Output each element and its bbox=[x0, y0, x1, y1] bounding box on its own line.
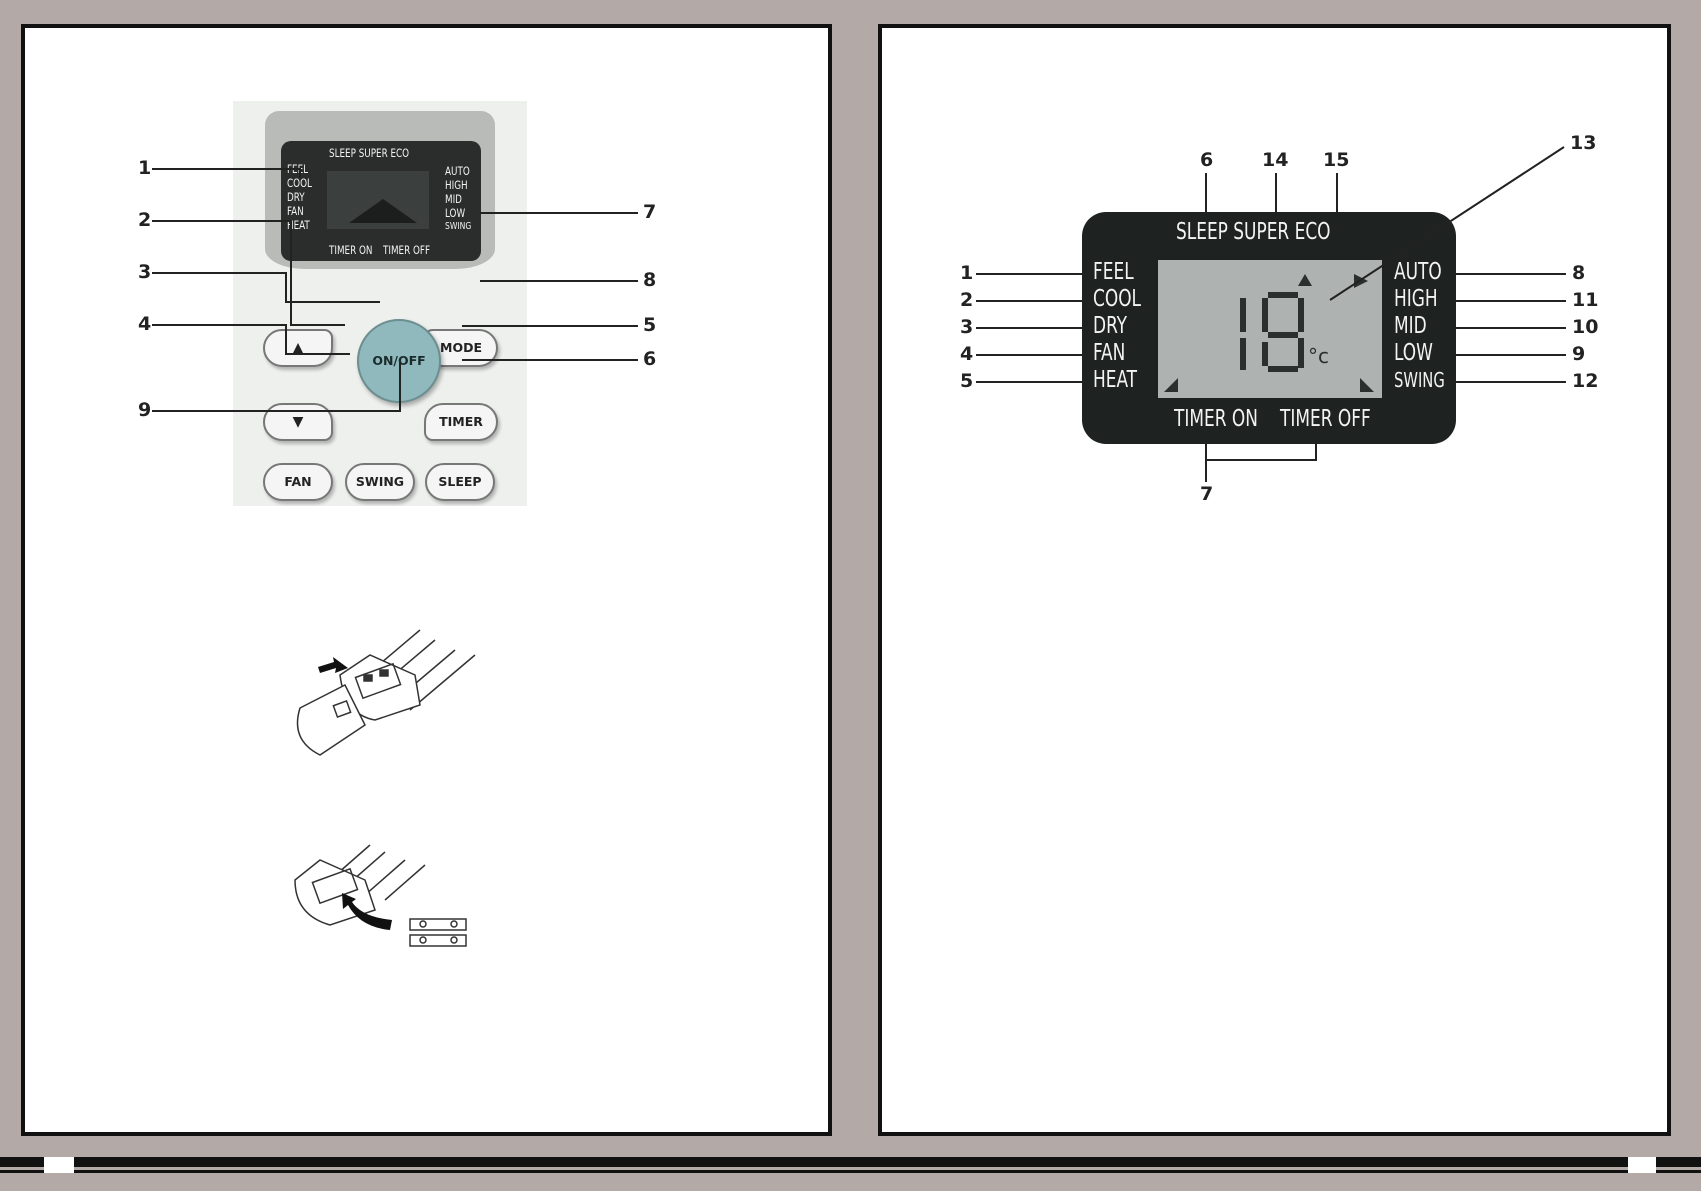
remote-lcd-mid: MID bbox=[445, 192, 462, 206]
fan-button[interactable]: FAN bbox=[263, 463, 333, 501]
remote-lcd-top-label: SLEEP SUPER ECO bbox=[329, 146, 410, 160]
lcd-sleep-super-eco: SLEEP SUPER ECO bbox=[1176, 219, 1331, 245]
callout-8: 8 bbox=[643, 269, 657, 291]
remote-lcd-screen bbox=[327, 171, 429, 229]
digit-segment bbox=[1298, 338, 1304, 368]
digit-segment bbox=[1240, 338, 1246, 370]
remote-lcd-dry: DRY bbox=[287, 190, 305, 204]
footer-gap bbox=[44, 1157, 74, 1173]
lcd-timer-on: TIMER ON bbox=[1174, 406, 1258, 432]
callout-right-11: 11 bbox=[1572, 289, 1599, 311]
digit-segment bbox=[1268, 332, 1298, 338]
lcd-high: HIGH bbox=[1394, 286, 1438, 312]
arrow-up-indicator bbox=[1298, 274, 1312, 286]
footer-stripe bbox=[0, 1170, 44, 1173]
up-button[interactable]: ▲ bbox=[263, 329, 333, 367]
callout-7: 7 bbox=[643, 201, 657, 223]
callout-14: 14 bbox=[1262, 149, 1289, 171]
remote-lcd-high: HIGH bbox=[445, 178, 468, 192]
callout-left-1: 1 bbox=[960, 262, 974, 284]
remote-lcd-fan: FAN bbox=[287, 204, 304, 218]
digit-segment bbox=[1298, 298, 1304, 332]
callout-7: 7 bbox=[1200, 483, 1214, 505]
leader-9 bbox=[152, 363, 401, 412]
remote-lcd-heat: HEAT bbox=[287, 218, 310, 232]
footer-stripe bbox=[1656, 1157, 1701, 1167]
footer-gap bbox=[1628, 1157, 1656, 1173]
callout-left-5: 5 bbox=[960, 370, 974, 392]
footer-stripe bbox=[74, 1157, 1628, 1167]
footer-stripe bbox=[1656, 1170, 1701, 1173]
callout-right-9: 9 bbox=[1572, 343, 1586, 365]
callout-2: 2 bbox=[138, 209, 152, 231]
digit-segment bbox=[1268, 366, 1298, 372]
down-button[interactable]: ▼ bbox=[263, 403, 333, 441]
lcd-temperature-screen: °c bbox=[1158, 260, 1382, 398]
callout-5: 5 bbox=[643, 314, 657, 336]
lcd-timer-off: TIMER OFF bbox=[1280, 406, 1371, 432]
battery-insertion-illustration bbox=[294, 844, 467, 947]
callout-right-12: 12 bbox=[1572, 370, 1599, 392]
lcd-low: LOW bbox=[1394, 340, 1433, 366]
swing-button[interactable]: SWING bbox=[345, 463, 415, 501]
lcd-fan: FAN bbox=[1093, 340, 1126, 366]
timer-off-indicator bbox=[1360, 378, 1374, 392]
lcd-heat: HEAT bbox=[1093, 367, 1137, 393]
lcd-auto: AUTO bbox=[1394, 259, 1442, 285]
remote-lcd-auto: AUTO bbox=[445, 164, 470, 178]
sleep-button[interactable]: SLEEP bbox=[425, 463, 495, 501]
callout-right-8: 8 bbox=[1572, 262, 1586, 284]
leader-1 bbox=[152, 168, 301, 178]
lcd-dry: DRY bbox=[1093, 313, 1128, 339]
remote-lcd-timer-on: TIMER ON bbox=[329, 243, 373, 257]
temperature-unit: °c bbox=[1308, 344, 1329, 368]
remote-lcd-swing: SWING bbox=[445, 221, 472, 232]
callout-left-4: 4 bbox=[960, 343, 974, 365]
right-page bbox=[878, 24, 1671, 1136]
leader-2 bbox=[152, 220, 345, 326]
lcd-cool: COOL bbox=[1093, 286, 1142, 312]
digit-segment bbox=[1262, 342, 1268, 366]
callout-4: 4 bbox=[138, 313, 152, 335]
callout-6: 6 bbox=[643, 348, 657, 370]
battery-cover-removal-illustration bbox=[296, 629, 476, 756]
footer-stripe bbox=[0, 1157, 44, 1167]
callout-13: 13 bbox=[1570, 132, 1597, 154]
callout-9: 9 bbox=[138, 399, 152, 421]
lcd-swing: SWING bbox=[1394, 368, 1445, 392]
leader-3 bbox=[152, 272, 380, 303]
lcd-feel: FEEL bbox=[1093, 259, 1134, 285]
callout-left-3: 3 bbox=[960, 316, 974, 338]
digit-segment bbox=[1240, 298, 1246, 332]
lcd-display-diagram: SLEEP SUPER ECO FEEL COOL DRY FAN HEAT A… bbox=[1082, 212, 1456, 444]
remote-lcd-low: LOW bbox=[445, 206, 466, 220]
callout-3: 3 bbox=[138, 261, 152, 283]
callout-left-2: 2 bbox=[960, 289, 974, 311]
remote-lcd-cool: COOL bbox=[287, 176, 312, 190]
remote-control-photo: SLEEP SUPER ECO FEEL COOL DRY FAN HEAT A… bbox=[233, 101, 527, 506]
leader-4 bbox=[152, 324, 350, 355]
footer-stripe bbox=[74, 1170, 1628, 1173]
digit-segment bbox=[1268, 292, 1298, 298]
callout-15: 15 bbox=[1323, 149, 1350, 171]
timer-on-indicator bbox=[1164, 378, 1178, 392]
remote-lcd-timer-off: TIMER OFF bbox=[383, 243, 431, 257]
callout-6: 6 bbox=[1200, 149, 1214, 171]
digit-segment bbox=[1262, 298, 1268, 332]
lcd-mid: MID bbox=[1394, 313, 1427, 339]
timer-button[interactable]: TIMER bbox=[424, 403, 498, 441]
callout-1: 1 bbox=[138, 157, 152, 179]
callout-right-10: 10 bbox=[1572, 316, 1599, 338]
